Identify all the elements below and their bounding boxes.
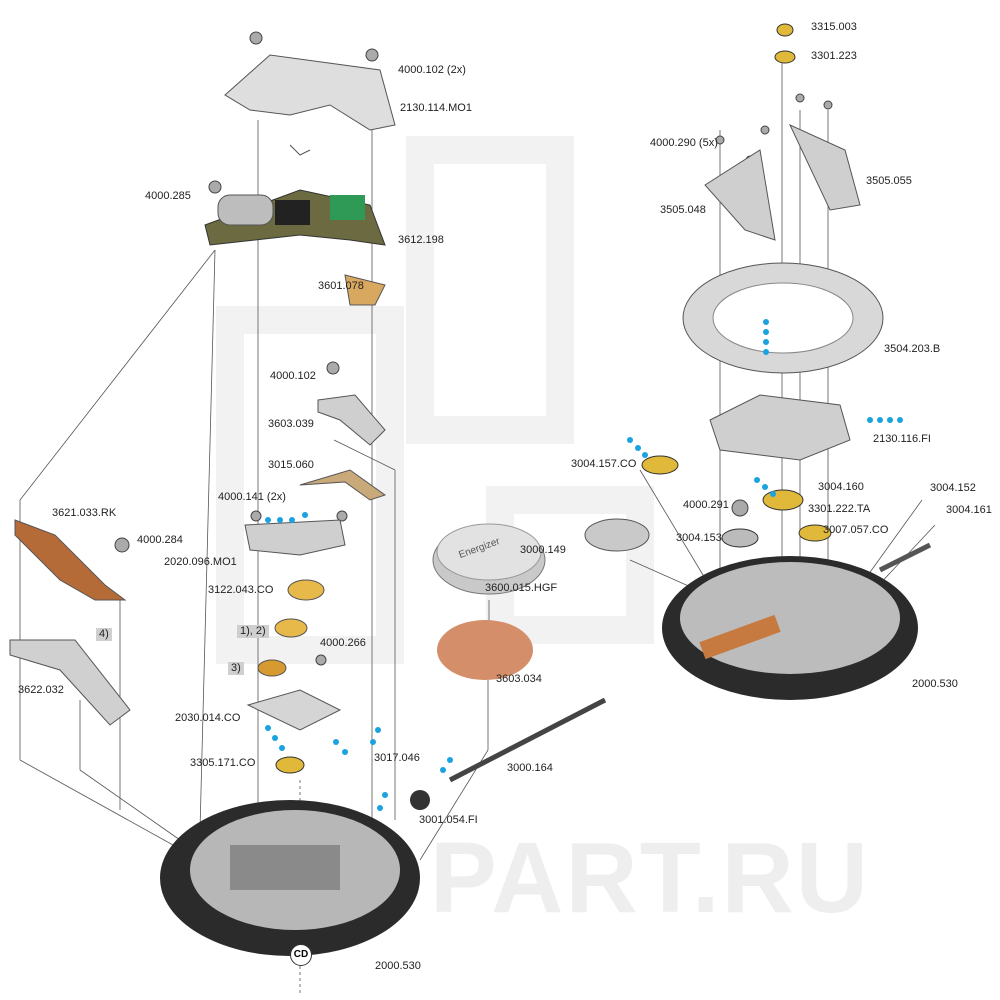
label-3004-152: 3004.152 — [930, 482, 976, 494]
coil-3621-033 — [14, 519, 127, 601]
screws — [114, 31, 833, 666]
label-3015-060: 3015.060 — [268, 459, 314, 471]
label-3301-223: 3301.223 — [811, 50, 857, 62]
label-3017-046: 3017.046 — [374, 752, 420, 764]
label-3004-160: 3004.160 — [818, 481, 864, 493]
label-4000-266: 4000.266 — [320, 637, 366, 649]
label-4000-290-5x: 4000.290 (5x) — [650, 137, 718, 149]
plate-2130-116 — [709, 394, 851, 461]
label-3122-043-co: 3122.043.CO — [208, 584, 274, 596]
blue-lubrication-dots — [265, 319, 903, 811]
label-2030-014-co: 2030.014.CO — [175, 712, 241, 724]
spring-3015-060 — [299, 469, 387, 501]
part-3603-039 — [317, 394, 386, 446]
label-3600-015-hgf: 3600.015.HGF — [485, 582, 558, 594]
label-3505-048: 3505.048 — [660, 204, 706, 216]
label-4000-291: 4000.291 — [683, 499, 729, 511]
label-2000-530-left: 2000.530 — [375, 960, 421, 972]
label-3603-034: 3603.034 — [496, 673, 542, 685]
label-3301-222-ta: 3301.222.TA — [808, 503, 871, 515]
label-2130-116-fi: 2130.116.FI — [873, 433, 931, 445]
lever-3601-078 — [344, 274, 386, 306]
bridge-2030-014 — [246, 689, 342, 731]
label-3603-039: 3603.039 — [268, 418, 314, 430]
note-1-2: 1), 2) — [237, 625, 269, 638]
cd-marker: CD — [290, 944, 312, 966]
label-3622-032: 3622.032 — [18, 684, 64, 696]
label-4000-285: 4000.285 — [145, 190, 191, 202]
label-3004-153: 3004.153 — [676, 532, 722, 544]
label-3621-033-rk: 3621.033.RK — [52, 507, 117, 519]
label-2130-114-mo1: 2130.114.MO1 — [400, 102, 472, 114]
note-4: 4) — [96, 628, 112, 641]
label-3305-171-co: 3305.171.CO — [190, 757, 256, 769]
stem-3000-164 — [448, 697, 607, 783]
background-logo — [216, 136, 654, 664]
label-3007-057-co: 3007.057.CO — [823, 524, 889, 536]
label-3000-149: 3000.149 — [520, 544, 566, 556]
label-4000-141-2x: 4000.141 (2x) — [218, 491, 286, 503]
label-4000-102: 4000.102 — [270, 370, 316, 382]
label-4000-284: 4000.284 — [137, 534, 183, 546]
plate-3505-055 — [788, 123, 861, 211]
label-4000-102-2x: 4000.102 (2x) — [398, 64, 466, 76]
label-3000-164: 3000.164 — [507, 762, 553, 774]
label-3315-003: 3315.003 — [811, 21, 857, 33]
watermark: PART.RU — [430, 822, 870, 934]
plate-3505-048 — [704, 149, 776, 241]
label-3004-157-co: 3004.157.CO — [571, 458, 637, 470]
label-3612-198: 3612.198 — [398, 234, 444, 246]
label-3004-161: 3004.161 — [946, 504, 992, 516]
label-3001-054-fi: 3001.054.FI — [419, 814, 478, 826]
insulator-3603-034 — [437, 620, 533, 680]
label-2000-530-right: 2000.530 — [912, 678, 958, 690]
label-2020-096-mo1: 2020.096.MO1 — [164, 556, 237, 568]
label-3504-203-b: 3504.203.B — [884, 343, 941, 355]
bridge-2020-096 — [244, 519, 346, 556]
bridge-2130-114 — [224, 54, 396, 131]
note-3: 3) — [228, 662, 244, 675]
label-3505-055: 3505.055 — [866, 175, 912, 187]
label-3601-078: 3601.078 — [318, 280, 364, 292]
part-3622-032 — [9, 639, 131, 726]
